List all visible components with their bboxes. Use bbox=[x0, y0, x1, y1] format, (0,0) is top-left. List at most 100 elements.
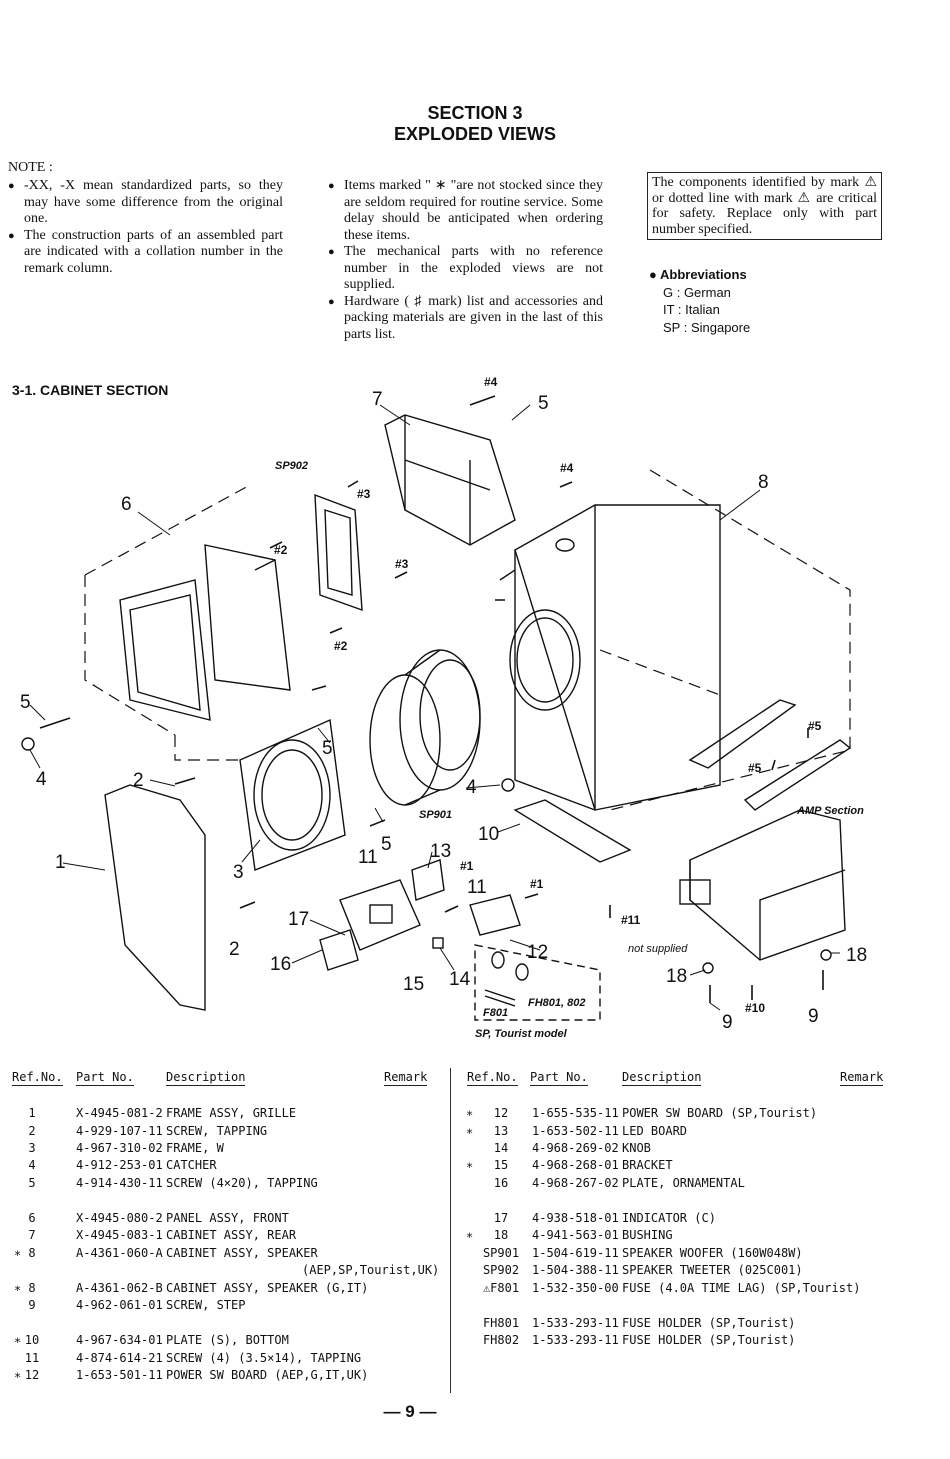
mark-cell: ∗ bbox=[466, 1228, 474, 1242]
label-hw-4: #4 bbox=[560, 461, 574, 475]
tweeter-assembly bbox=[314, 493, 363, 612]
description-cell: FUSE HOLDER (SP,Tourist) bbox=[622, 1316, 796, 1330]
label-fuse: F801 bbox=[483, 1007, 508, 1019]
label-ref-9: 9 bbox=[808, 1006, 819, 1027]
description-cell: POWER SW BOARD (AEP,G,IT,UK) bbox=[166, 1368, 369, 1382]
label-ref-5: 5 bbox=[538, 393, 549, 414]
part-no-cell: 4-912-253-01 bbox=[76, 1158, 163, 1172]
abbreviations: ● Abbreviations G : German IT : Italian … bbox=[649, 266, 750, 336]
description-cell: PLATE, ORNAMENTAL bbox=[622, 1176, 745, 1190]
description-cell: BRACKET bbox=[622, 1158, 673, 1172]
part-no-cell: 4-962-061-01 bbox=[76, 1298, 163, 1312]
abbreviation-item: G : German bbox=[663, 284, 731, 300]
label-sp901: SP901 bbox=[419, 809, 452, 821]
part-no-cell: 1-504-619-11 bbox=[532, 1246, 619, 1260]
safety-note-box: The components identified by mark ⚠ or d… bbox=[647, 172, 882, 240]
mark-cell: ∗ bbox=[466, 1158, 474, 1172]
part-no-cell: 1-533-293-11 bbox=[532, 1333, 619, 1347]
label-hw-3: #3 bbox=[395, 557, 409, 571]
header-ref-no: Ref.No. bbox=[12, 1070, 63, 1086]
ref-cell: 6 bbox=[28, 1211, 36, 1225]
power-switch-assembly bbox=[319, 859, 521, 971]
bottom-plate bbox=[513, 799, 632, 863]
ref-cell: 12 bbox=[493, 1106, 509, 1120]
section-title: EXPLODED VIEWS bbox=[393, 124, 557, 144]
woofer-assembly bbox=[369, 649, 481, 806]
amp-section bbox=[679, 699, 852, 961]
speaker-cabinet bbox=[495, 504, 721, 811]
fuse-holders bbox=[484, 951, 529, 1007]
label-ref-3: 3 bbox=[233, 862, 244, 883]
label-ref-6: 6 bbox=[121, 494, 132, 515]
part-no-cell: 4-968-268-01 bbox=[532, 1158, 619, 1172]
header-description: Description bbox=[622, 1070, 702, 1086]
part-no-cell: 4-941-563-01 bbox=[532, 1228, 619, 1242]
description-cell: CATCHER bbox=[166, 1158, 217, 1172]
part-no-cell: 1-533-293-11 bbox=[532, 1316, 619, 1330]
label-ref-5: 5 bbox=[381, 834, 392, 855]
header-remark: Remark bbox=[840, 1070, 884, 1086]
rear-cabinet bbox=[384, 414, 516, 546]
header-part-no: Part No. bbox=[76, 1070, 134, 1086]
mark-cell: ∗ bbox=[14, 1246, 22, 1260]
part-no-cell: X-4945-083-1 bbox=[76, 1228, 163, 1242]
description-cell: SCREW (4) (3.5×14), TAPPING bbox=[166, 1351, 362, 1365]
ref-cell: 10 bbox=[24, 1333, 40, 1347]
abbreviations-title-text: Abbreviations bbox=[659, 267, 747, 282]
label-ref-11: 11 bbox=[467, 877, 487, 898]
catcher-part bbox=[21, 737, 35, 751]
part-no-cell: 4-968-267-02 bbox=[532, 1176, 619, 1190]
part-no-cell: X-4945-081-2 bbox=[76, 1106, 163, 1120]
exploded-view-diagram: 7 5 8 6 5 4 2 1 3 2 5 5 11 13 4 10 11 17… bbox=[20, 375, 867, 1040]
description-cell: INDICATOR (C) bbox=[622, 1211, 716, 1225]
part-no-cell: 4-914-430-11 bbox=[76, 1176, 163, 1190]
subsection-title: 3-1. CABINET SECTION bbox=[12, 382, 169, 398]
description-cell: LED BOARD bbox=[622, 1124, 688, 1138]
description-cell: CABINET ASSY, SPEAKER (G,IT) bbox=[166, 1281, 369, 1295]
bushing-part bbox=[820, 949, 832, 961]
label-ref-7: 7 bbox=[372, 389, 383, 410]
bushing-part bbox=[702, 962, 714, 974]
abbreviation-item: IT : Italian bbox=[663, 302, 720, 317]
label-ref-14: 14 bbox=[449, 969, 471, 990]
ref-cell: FH801 bbox=[482, 1316, 520, 1330]
description-cell: SCREW (4×20), TAPPING bbox=[166, 1176, 318, 1190]
description-cell: SPEAKER TWEETER (025C001) bbox=[622, 1263, 803, 1277]
label-hw-10: #10 bbox=[745, 1001, 765, 1015]
grille-frame bbox=[104, 784, 206, 1011]
label-ref-13: 13 bbox=[430, 841, 451, 862]
part-no-cell: 4-967-310-02 bbox=[76, 1141, 163, 1155]
label-fuse-holder: FH801, 802 bbox=[528, 997, 585, 1009]
ref-cell: 14 bbox=[493, 1141, 509, 1155]
ref-cell: FH802 bbox=[482, 1333, 520, 1347]
notes-column-2: Items marked " ∗ "are not stocked since … bbox=[328, 178, 603, 343]
description-cell: SPEAKER WOOFER (160W048W) bbox=[622, 1246, 803, 1260]
ref-cell: SP901 bbox=[482, 1246, 520, 1260]
catcher-part bbox=[501, 778, 515, 792]
label-ref-1: 1 bbox=[55, 852, 66, 873]
mark-cell: ∗ bbox=[466, 1124, 474, 1138]
label-hw-4: #4 bbox=[484, 375, 498, 389]
label-hw-1: #1 bbox=[460, 859, 474, 873]
part-no-cell: A-4361-062-B bbox=[76, 1281, 163, 1295]
label-ref-11: 11 bbox=[358, 847, 378, 868]
label-ref-5: 5 bbox=[322, 738, 333, 759]
ref-cell: 12 bbox=[24, 1368, 40, 1382]
label-ref-15: 15 bbox=[403, 974, 424, 995]
label-hw-1: #1 bbox=[530, 877, 544, 891]
ref-cell: 8 bbox=[28, 1246, 36, 1260]
label-ref-5: 5 bbox=[20, 692, 31, 713]
label-ref-18: 18 bbox=[666, 966, 687, 987]
label-not-supplied: not supplied bbox=[628, 943, 688, 955]
description-cell: FUSE HOLDER (SP,Tourist) bbox=[622, 1333, 796, 1347]
label-sp902: SP902 bbox=[275, 460, 308, 472]
ref-cell: SP902 bbox=[482, 1263, 520, 1277]
label-hw-5: #5 bbox=[748, 761, 762, 775]
part-no-cell: 4-938-518-01 bbox=[532, 1211, 619, 1225]
label-amp-section: AMP Section bbox=[796, 805, 864, 817]
ref-cell: 2 bbox=[28, 1124, 36, 1138]
ref-cell: 13 bbox=[493, 1124, 509, 1138]
mark-cell: ∗ bbox=[466, 1106, 474, 1120]
mark-cell: ∗ bbox=[14, 1333, 22, 1347]
label-ref-2: 2 bbox=[229, 939, 240, 960]
